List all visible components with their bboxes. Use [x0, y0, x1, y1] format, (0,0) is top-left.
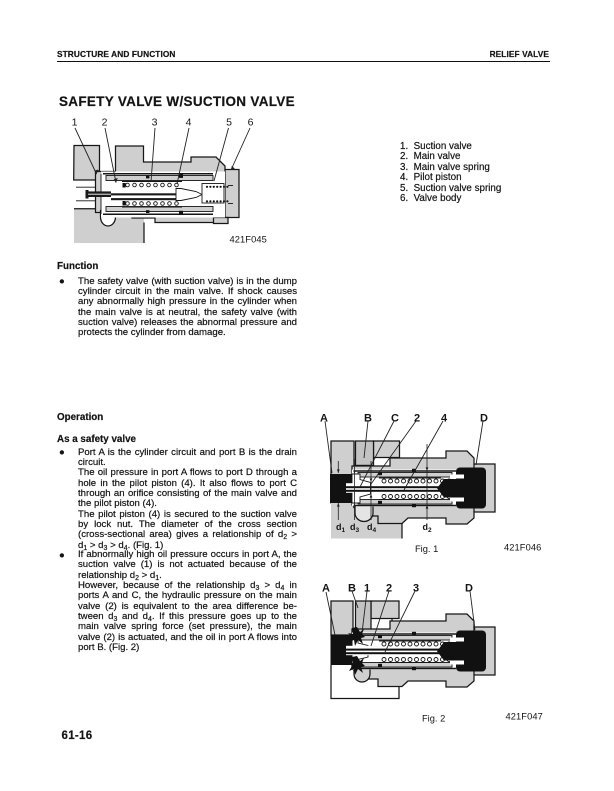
svg-text:d3: d3 [350, 522, 360, 534]
svg-text:B: B [348, 583, 356, 595]
svg-text:A: A [322, 583, 330, 595]
svg-text:421F047: 421F047 [506, 712, 543, 722]
svg-text:C: C [391, 413, 399, 425]
svg-text:B: B [364, 413, 372, 425]
svg-text:3: 3 [413, 583, 419, 595]
svg-text:2: 2 [102, 117, 108, 129]
svg-text:D: D [465, 583, 473, 595]
svg-text:d2: d2 [423, 522, 433, 534]
svg-text:421F045: 421F045 [230, 235, 267, 245]
svg-text:3: 3 [152, 117, 158, 129]
svg-text:1: 1 [364, 583, 370, 595]
svg-text:6: 6 [248, 117, 254, 129]
svg-text:2: 2 [414, 413, 420, 425]
svg-text:d4: d4 [367, 522, 377, 534]
svg-text:4: 4 [186, 117, 192, 129]
svg-text:5: 5 [226, 117, 232, 129]
svg-text:d1: d1 [336, 522, 346, 534]
svg-text:Fig. 1: Fig. 1 [415, 544, 438, 554]
svg-text:421F046: 421F046 [504, 543, 541, 553]
svg-text:A: A [320, 413, 328, 425]
svg-text:1: 1 [72, 117, 78, 129]
svg-text:4: 4 [441, 413, 448, 425]
svg-text:2: 2 [386, 583, 392, 595]
svg-text:Fig. 2: Fig. 2 [422, 714, 445, 724]
svg-text:D: D [480, 413, 488, 425]
